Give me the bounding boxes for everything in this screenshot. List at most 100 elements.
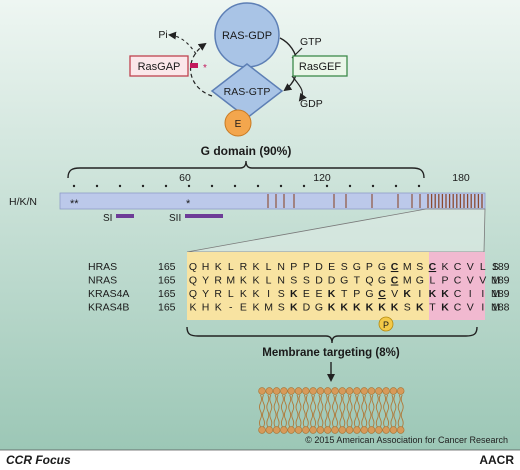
residue: L [480, 261, 486, 273]
residue: C [378, 288, 386, 300]
footer-bar [0, 450, 520, 470]
lipid-tail [269, 410, 273, 428]
lipid-head [382, 426, 390, 434]
residue: K [353, 302, 361, 314]
residue: P [441, 275, 448, 287]
membrane-label: Membrane targeting (8%) [262, 347, 400, 359]
residue: L [266, 261, 272, 273]
membrane-bilayer [258, 387, 405, 434]
lipid-tail [332, 394, 335, 412]
residue: C [454, 261, 462, 273]
lipid-tail [332, 410, 335, 428]
residue: K [403, 288, 411, 300]
tick-120: 120 [313, 172, 331, 184]
lipid-head [324, 387, 332, 395]
footer-logo: AACR [479, 453, 514, 467]
gap-hydrolysis-arc [190, 42, 213, 97]
lipid-tail [400, 394, 404, 412]
lipid-head [360, 426, 368, 434]
row-isoform: KRAS4B [88, 302, 129, 314]
residue: S [416, 261, 423, 273]
lipid-tail [320, 410, 324, 428]
membrane-brace [186, 326, 478, 344]
residue: P [290, 261, 297, 273]
residue: G [315, 302, 323, 314]
residue: S [278, 288, 285, 300]
residue: K [378, 302, 386, 314]
pi-release-arrow [168, 31, 197, 55]
alignment-yellow-block [187, 252, 429, 320]
residue: R [214, 288, 222, 300]
residue: C [454, 302, 462, 314]
rasgef-label: RasGEF [299, 61, 341, 73]
residue: G [365, 288, 373, 300]
residue: L [429, 275, 435, 287]
lipid-tail [295, 394, 299, 412]
lipid-head [265, 426, 273, 434]
lipid-tail [339, 410, 343, 428]
residue: T [341, 288, 348, 300]
protein-bar [59, 192, 486, 210]
lipid-head [353, 426, 361, 434]
lipid-tail [375, 410, 379, 428]
residue: D [315, 261, 323, 273]
row-start: 165 [158, 261, 176, 273]
residue: K [290, 302, 298, 314]
lipid-tail [356, 410, 360, 428]
lipid-tail [393, 410, 397, 428]
lipid-tail [335, 394, 338, 412]
isoform-label: H/K/N [9, 196, 37, 208]
gap-star: * [203, 63, 207, 74]
lipid-head [287, 426, 295, 434]
residue: - [229, 302, 233, 314]
residue: G [378, 275, 386, 287]
lipid-tail [269, 394, 273, 412]
lipid-head [316, 387, 325, 395]
lipid-tail [317, 410, 321, 428]
residue: D [328, 275, 336, 287]
residue: K [441, 261, 448, 273]
lipid-tail [291, 394, 295, 412]
residue: K [391, 302, 399, 314]
effector-label: E [235, 119, 242, 130]
lipid-tail [313, 394, 317, 412]
lipid-tail [327, 394, 331, 412]
residue: M [226, 275, 235, 287]
phospho-circle [378, 316, 394, 332]
lipid-tail [349, 410, 353, 428]
lipid-head [324, 426, 332, 434]
residue: P [353, 288, 360, 300]
residue: D [303, 302, 311, 314]
gdp-label: GDP [300, 98, 323, 110]
residue: Q [365, 275, 373, 287]
lipid-tail [280, 410, 284, 428]
residue: Y [202, 288, 209, 300]
lipid-head [302, 387, 310, 395]
lipid-tail [302, 394, 306, 412]
residue: C [391, 261, 399, 273]
rasgap-box [129, 55, 189, 77]
residue: K [441, 302, 449, 314]
switch1-bar [116, 214, 134, 218]
residue: V [467, 275, 474, 287]
residue: M [491, 275, 500, 287]
residue: M [264, 302, 273, 314]
residue: K [240, 275, 247, 287]
lipid-head [375, 426, 383, 434]
lipid-tail [262, 410, 265, 428]
lipid-head [316, 426, 325, 434]
residue: K [340, 302, 348, 314]
lipid-tail [310, 410, 314, 428]
residue: E [240, 302, 247, 314]
residue: E [328, 261, 335, 273]
residue: K [328, 302, 336, 314]
residue: L [228, 261, 234, 273]
lipid-tail [259, 410, 262, 428]
residue: V [467, 302, 474, 314]
footer-journal: CCR Focus [6, 453, 71, 467]
row-isoform: HRAS [88, 261, 117, 273]
residue: N [277, 261, 285, 273]
lipid-tail [266, 410, 270, 428]
gdp-release-arrow [291, 75, 307, 102]
